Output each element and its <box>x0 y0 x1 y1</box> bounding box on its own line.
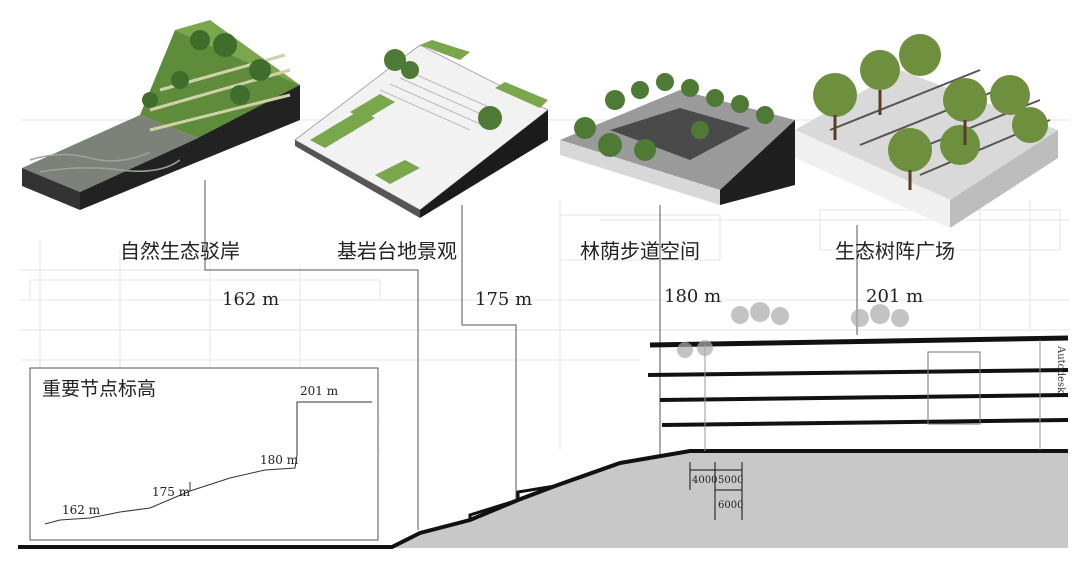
dimension-4000: 4000 <box>692 475 717 486</box>
terrain-section <box>18 449 1068 549</box>
side-watermark-text: Autodesk <box>1055 345 1066 394</box>
zone4-plaza-illustration <box>795 34 1058 228</box>
zone4-elevation: 201 m <box>866 286 923 307</box>
dimension-marks <box>689 462 743 520</box>
zone3-elevation: 180 m <box>664 286 721 307</box>
zone2-elevation: 175 m <box>475 289 532 310</box>
zone1-shoreline-illustration <box>22 20 300 210</box>
zone2-label: 基岩台地景观 <box>337 239 457 263</box>
rooftop-trees <box>677 302 909 358</box>
inset-elevation-201: 201 m <box>300 384 339 398</box>
zone3-label: 林荫步道空间 <box>580 239 700 263</box>
inset-elevation-162: 162 m <box>62 503 101 517</box>
zone2-terrace-illustration <box>294 40 549 218</box>
dimension-6000: 6000 <box>718 500 743 511</box>
inset-elevation-175: 175 m <box>152 485 191 499</box>
building-section <box>647 335 1069 451</box>
zone1-elevation: 162 m <box>222 289 279 310</box>
inset-title: 重要节点标高 <box>42 378 156 400</box>
zone4-label: 生态树阵广场 <box>835 239 955 263</box>
dimension-5000: 5000 <box>718 475 743 486</box>
inset-elevation-180: 180 m <box>260 453 299 467</box>
zone3-walkway-illustration <box>560 73 795 205</box>
zone1-label: 自然生态驳岸 <box>120 239 240 263</box>
inset-elevation-box <box>29 367 379 541</box>
